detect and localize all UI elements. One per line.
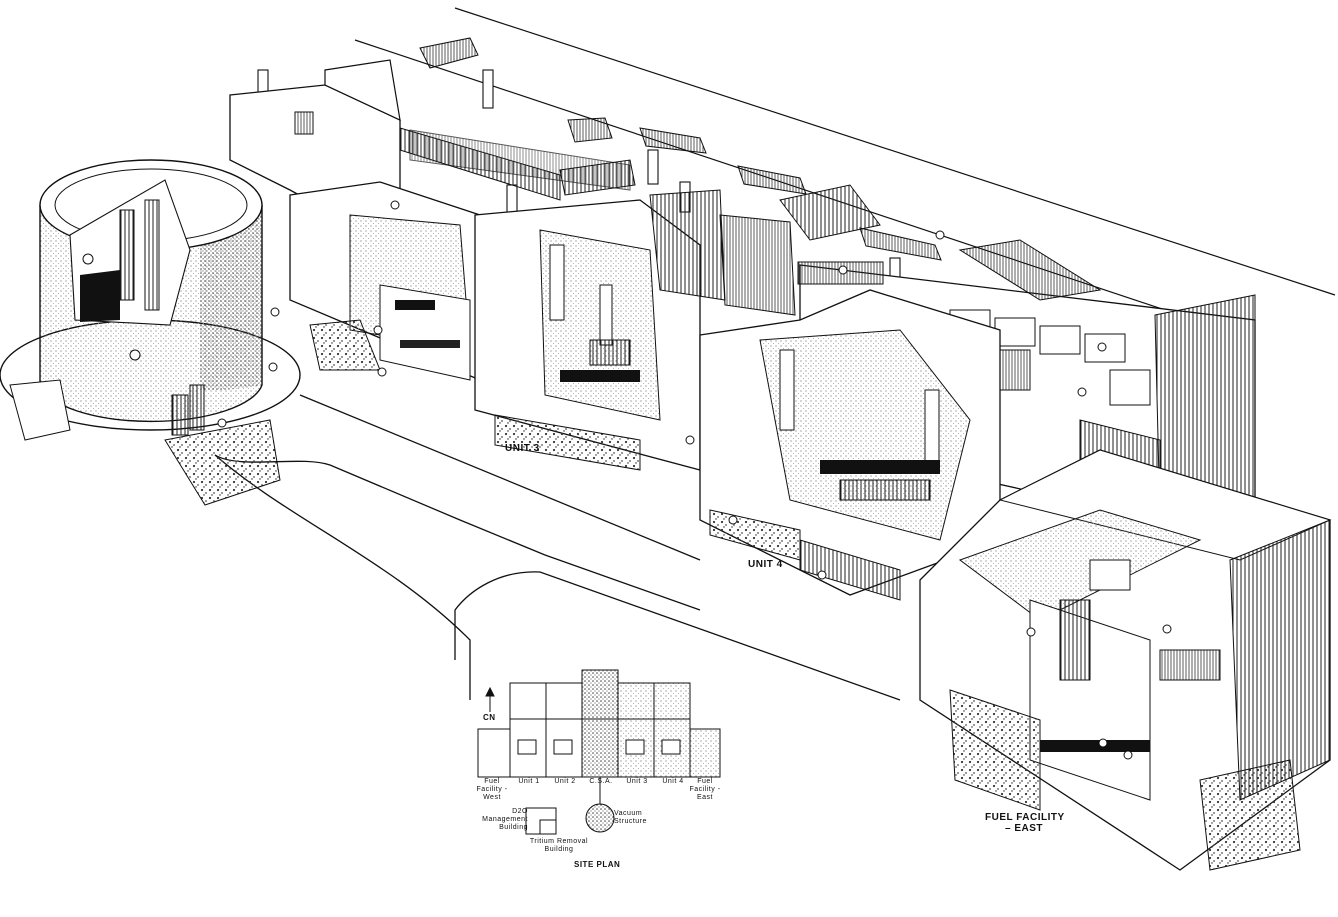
vacuum-building (0, 159, 301, 506)
unit3-block (474, 159, 796, 471)
site-plan-col-csa: C.S.A. (589, 778, 613, 785)
unit3-label: UNIT 3 (505, 443, 540, 454)
unit4-block (685, 265, 1001, 601)
site-plan-title: SITE PLAN (574, 860, 621, 869)
site-plan-col-unit2: Unit 2 (554, 778, 576, 785)
fuel-facility-east (919, 449, 1332, 871)
site-plan-tritium-label: Tritium Removal Building (529, 838, 589, 853)
site-plan-col-unit1: Unit 1 (518, 778, 540, 785)
site-plan-col-unit3: Unit 3 (626, 778, 648, 785)
site-plan-d2o-label: D2O Management Building (482, 808, 528, 831)
site-plan-col-unit4: Unit 4 (662, 778, 684, 785)
site-plan-col-fuel-west: Fuel Facility - West (476, 778, 508, 801)
unit4-label: UNIT 4 (748, 559, 783, 570)
site-plan-vacuum-label: Vacuum Structure (614, 810, 647, 825)
west-unit-block (289, 181, 481, 381)
fuel-facility-east-label-line2: – EAST (1005, 823, 1044, 834)
site-plan-inset (477, 669, 721, 835)
site-plan-north-label: CN (483, 713, 496, 722)
roof-vent-units (419, 37, 942, 261)
fuel-facility-east-label-line1: FUEL FACILITY (985, 812, 1065, 823)
site-plan-col-fuel-east: Fuel Facility - East (689, 778, 721, 801)
